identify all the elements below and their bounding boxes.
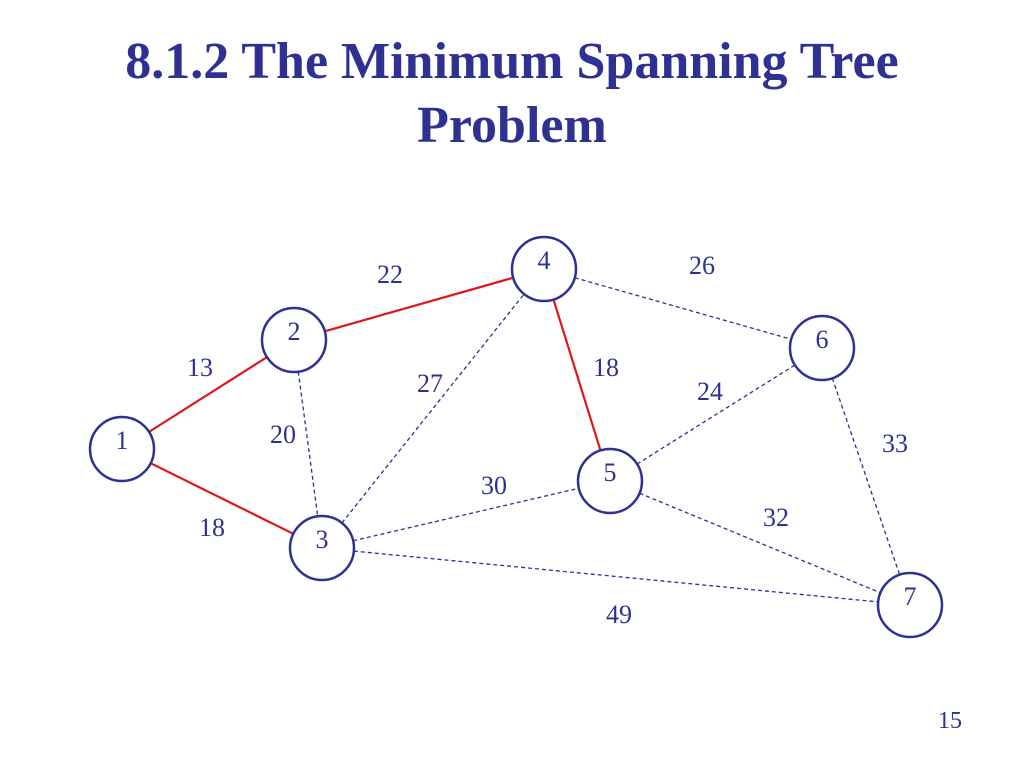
node-circle-3 bbox=[288, 514, 356, 582]
node-circle-6 bbox=[788, 314, 856, 382]
node-2: 2 bbox=[260, 306, 328, 374]
node-4: 4 bbox=[510, 235, 578, 303]
node-circle-5 bbox=[576, 447, 644, 515]
edge-6-7 bbox=[831, 378, 901, 575]
node-circle-7 bbox=[876, 571, 944, 639]
edge-weight-5-6: 24 bbox=[697, 377, 723, 406]
node-1: 1 bbox=[88, 415, 156, 483]
edge-weight-3-5: 30 bbox=[481, 471, 507, 500]
edge-weight-4-5: 18 bbox=[593, 353, 619, 382]
node-label-3: 3 bbox=[316, 525, 329, 554]
nodes-layer: 1 2 3 4 5 6 7 bbox=[88, 235, 944, 639]
node-3: 3 bbox=[288, 514, 356, 582]
node-7: 7 bbox=[876, 571, 944, 639]
slide-title-line-2: Problem bbox=[417, 97, 607, 154]
node-5: 5 bbox=[576, 447, 644, 515]
edge-weight-2-4: 22 bbox=[377, 260, 403, 289]
slide-title-line-1: 8.1.2 The Minimum Spanning Tree bbox=[125, 33, 899, 90]
edge-5-7 bbox=[639, 492, 881, 594]
edge-4-6 bbox=[574, 277, 792, 340]
slide-title: 8.1.2 The Minimum Spanning Tree Problem bbox=[40, 30, 984, 158]
node-6: 6 bbox=[788, 314, 856, 382]
node-label-5: 5 bbox=[604, 458, 617, 487]
edge-weight-2-3: 20 bbox=[270, 420, 296, 449]
node-label-6: 6 bbox=[816, 325, 829, 354]
node-circle-2 bbox=[260, 306, 328, 374]
edge-5-6 bbox=[636, 364, 796, 465]
edge-2-3 bbox=[297, 371, 319, 517]
edge-1-2 bbox=[148, 356, 268, 433]
node-label-7: 7 bbox=[904, 582, 917, 611]
edge-weight-1-2: 13 bbox=[187, 353, 213, 382]
edge-weight-3-4: 27 bbox=[417, 369, 443, 398]
edge-weight-3-7: 49 bbox=[606, 600, 632, 629]
node-label-1: 1 bbox=[116, 426, 129, 455]
edge-4-5 bbox=[552, 299, 602, 451]
node-label-4: 4 bbox=[538, 246, 551, 275]
edge-2-4 bbox=[324, 276, 514, 333]
edge-weight-4-6: 26 bbox=[689, 251, 715, 280]
edge-1-3 bbox=[150, 462, 294, 535]
edge-3-5 bbox=[353, 487, 579, 542]
node-circle-4 bbox=[510, 235, 578, 303]
edge-weight-5-7: 32 bbox=[763, 503, 789, 532]
edge-weight-1-3: 18 bbox=[199, 513, 225, 542]
edges-layer bbox=[148, 276, 901, 603]
node-label-2: 2 bbox=[288, 317, 301, 346]
edge-3-7 bbox=[353, 550, 879, 603]
node-circle-1 bbox=[88, 415, 156, 483]
edge-weight-6-7: 33 bbox=[882, 429, 908, 458]
page-number: 15 bbox=[938, 708, 962, 734]
